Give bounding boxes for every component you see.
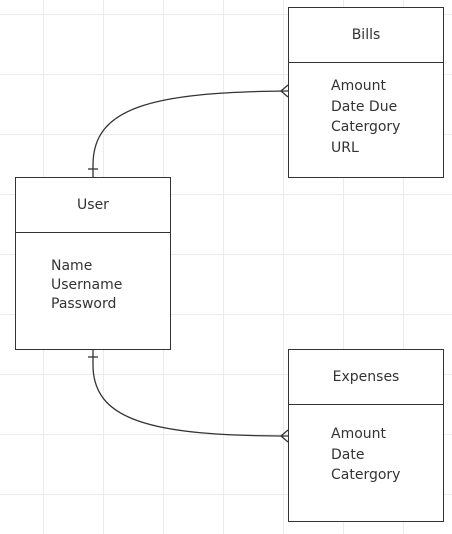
many-marker-bills (280, 84, 289, 98)
bills-attribute-list: Amount Date Due Catergory URL (289, 63, 443, 158)
expenses-attribute-list: Amount Date Catergory (289, 405, 443, 486)
user-attribute: Name (51, 258, 93, 274)
user-bills-connector[interactable] (88, 84, 289, 177)
user-expenses-line (92, 350, 289, 437)
bills-attribute: URL (331, 139, 359, 156)
bills-attribute: Catergory (331, 119, 401, 135)
user-entity-header: User (16, 178, 170, 233)
expenses-entity-title: Expenses (332, 369, 400, 385)
expenses-attribute: Catergory (331, 467, 401, 483)
expenses-entity-header: Expenses (289, 350, 443, 405)
user-attribute-list: Name Username Password (16, 233, 170, 314)
bills-entity[interactable]: Bills Amount Date Due Catergory URL (288, 7, 444, 178)
bills-attribute: Amount (331, 78, 387, 94)
expenses-attribute: Date (331, 446, 365, 463)
bills-attribute: Date Due (331, 98, 398, 115)
bills-entity-header: Bills (289, 8, 443, 63)
bills-entity-title: Bills (351, 27, 381, 43)
user-entity[interactable]: User Name Username Password (15, 177, 171, 350)
user-expenses-connector[interactable] (88, 350, 289, 443)
user-entity-title: User (77, 197, 109, 213)
user-bills-line (92, 90, 289, 177)
user-attribute: Username (51, 277, 123, 293)
user-attribute: Password (51, 296, 117, 312)
expenses-entity[interactable]: Expenses Amount Date Catergory (288, 349, 444, 522)
many-marker-expenses (280, 429, 289, 443)
expenses-attribute: Amount (331, 426, 387, 442)
